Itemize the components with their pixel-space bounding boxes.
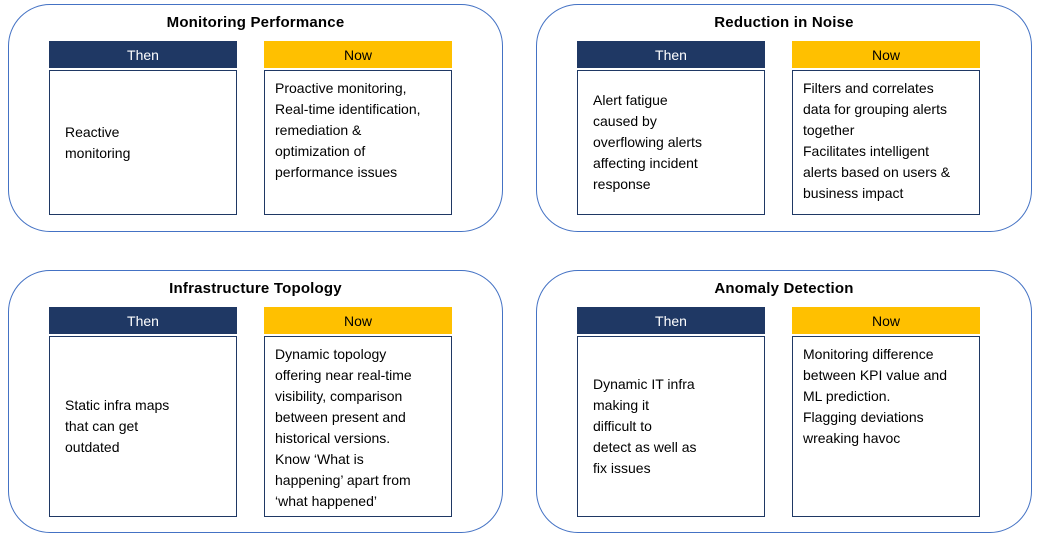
now-column: Now Proactive monitoring, Real-time iden… xyxy=(264,41,452,215)
panel-title: Anomaly Detection xyxy=(714,280,854,297)
now-header: Now xyxy=(264,307,452,334)
now-column: Now Filters and correlates data for grou… xyxy=(792,41,980,215)
now-column: Now Dynamic topology offering near real-… xyxy=(264,307,452,517)
panel-infrastructure-topology: Infrastructure Topology Then Static infr… xyxy=(8,270,503,533)
now-content: Dynamic topology offering near real-time… xyxy=(264,336,452,517)
panel-monitoring-performance: Monitoring Performance Then Reactive mon… xyxy=(8,4,503,232)
then-now-columns: Then Alert fatigue caused by overflowing… xyxy=(577,41,1031,215)
panel-title: Monitoring Performance xyxy=(166,14,345,31)
then-content: Reactive monitoring xyxy=(49,70,237,215)
then-text: Static infra maps that can get outdated xyxy=(65,397,170,455)
then-now-columns: Then Dynamic IT infra making it difficul… xyxy=(577,307,1031,517)
then-column: Then Reactive monitoring xyxy=(49,41,237,215)
panel-title: Infrastructure Topology xyxy=(169,280,342,297)
then-now-columns: Then Reactive monitoring Now Proactive m… xyxy=(49,41,502,215)
then-column: Then Alert fatigue caused by overflowing… xyxy=(577,41,765,215)
now-content: Monitoring difference between KPI value … xyxy=(792,336,980,517)
then-text: Reactive monitoring xyxy=(65,123,131,161)
then-content: Dynamic IT infra making it difficult to … xyxy=(577,336,765,517)
panel-title: Reduction in Noise xyxy=(714,14,854,31)
now-content: Proactive monitoring, Real-time identifi… xyxy=(264,70,452,215)
then-text: Dynamic IT infra making it difficult to … xyxy=(593,376,697,476)
panel-reduction-in-noise: Reduction in Noise Then Alert fatigue ca… xyxy=(536,4,1032,232)
now-header: Now xyxy=(264,41,452,68)
panel-anomaly-detection: Anomaly Detection Then Dynamic IT infra … xyxy=(536,270,1032,533)
then-text: Alert fatigue caused by overflowing aler… xyxy=(593,92,702,192)
then-now-columns: Then Static infra maps that can get outd… xyxy=(49,307,502,517)
then-content: Alert fatigue caused by overflowing aler… xyxy=(577,70,765,215)
now-column: Now Monitoring difference between KPI va… xyxy=(792,307,980,517)
then-header: Then xyxy=(49,41,237,68)
now-header: Now xyxy=(792,307,980,334)
now-header: Now xyxy=(792,41,980,68)
then-header: Then xyxy=(49,307,237,334)
then-column: Then Dynamic IT infra making it difficul… xyxy=(577,307,765,517)
then-column: Then Static infra maps that can get outd… xyxy=(49,307,237,517)
then-header: Then xyxy=(577,41,765,68)
then-header: Then xyxy=(577,307,765,334)
now-content: Filters and correlates data for grouping… xyxy=(792,70,980,215)
then-content: Static infra maps that can get outdated xyxy=(49,336,237,517)
